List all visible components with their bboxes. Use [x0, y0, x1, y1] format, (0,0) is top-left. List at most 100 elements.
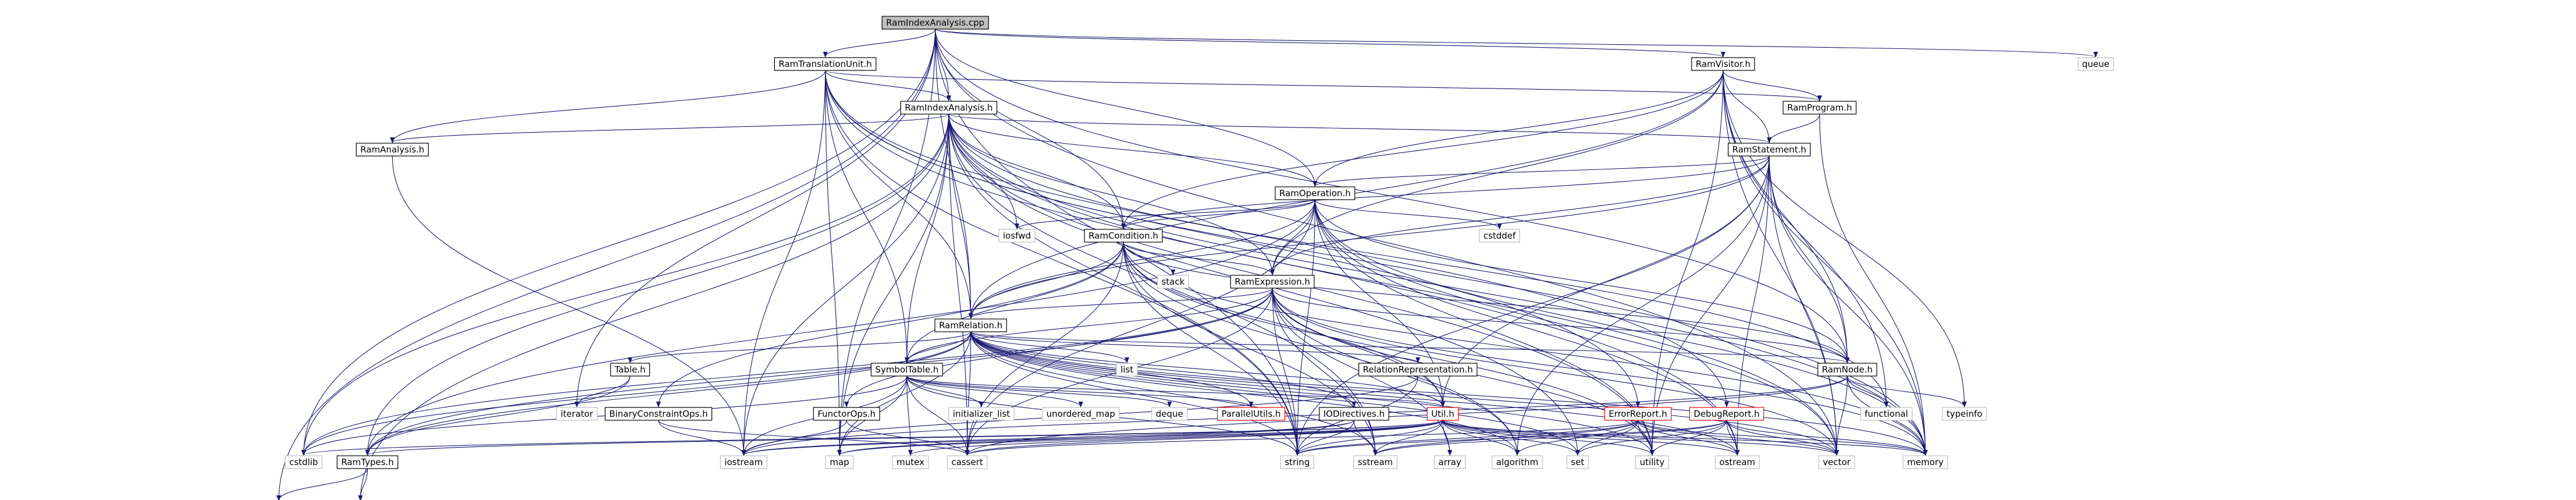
node-label: BinaryConstraintOps.h	[609, 409, 707, 419]
edge-expression-symtab	[904, 288, 1273, 363]
node-cassert: cassert	[947, 455, 988, 469]
node-box	[1782, 101, 1857, 115]
node-label: RamTranslationUnit.h	[778, 59, 871, 69]
edge-errrep-algorithm	[1515, 420, 1639, 456]
edge-tu-ia_h	[825, 70, 951, 101]
edge-tu-symtab	[825, 70, 909, 363]
edge-util-vector	[1442, 420, 1839, 456]
node-box	[1275, 186, 1355, 200]
edge-ia_h-condition	[948, 114, 1126, 229]
edge-statement-string	[1294, 155, 1770, 456]
edge-relation-utility	[970, 331, 1655, 456]
node-label: queue	[2082, 59, 2109, 69]
edge-program-statement	[1767, 114, 1820, 143]
node-condition[interactable]: RamCondition.h	[1084, 229, 1163, 243]
edge-expression-vector	[1272, 288, 1840, 456]
node-label: string	[1285, 457, 1310, 467]
edge-tu-map	[825, 70, 842, 456]
node-symtab[interactable]: SymbolTable.h	[870, 363, 943, 377]
node-label: memory	[1907, 457, 1944, 467]
node-box	[1433, 455, 1466, 469]
node-box	[774, 57, 877, 71]
node-root[interactable]: RamIndexAnalysis.cpp	[881, 16, 989, 30]
node-label: RamExpression.h	[1234, 276, 1310, 287]
node-box	[1691, 57, 1755, 71]
edge-tu-program	[825, 70, 1822, 101]
node-box	[355, 143, 429, 157]
node-parutil[interactable]: ParallelUtils.h	[1217, 407, 1286, 421]
edge-condition-binop	[656, 242, 1124, 407]
edge-root-iterator	[574, 29, 936, 407]
node-box	[1157, 275, 1189, 289]
node-stack: stack	[1157, 275, 1189, 289]
edge-ia_h-cstdlib	[301, 114, 949, 456]
node-iostream: iostream	[720, 455, 767, 469]
edge-operation-ramtypes	[365, 199, 1315, 456]
node-iterator: iterator	[556, 407, 598, 421]
node-string: string	[1280, 455, 1315, 469]
node-label: RelationRepresentation.h	[1363, 364, 1473, 375]
edge-util-array	[1442, 420, 1453, 456]
edge-condition-symtab	[904, 242, 1124, 363]
node-box	[1817, 363, 1877, 377]
edge-table-ramtypes	[365, 375, 631, 456]
edge-statement-ostream	[1735, 155, 1770, 456]
node-tu[interactable]: RamTranslationUnit.h	[774, 57, 877, 71]
edge-operation-vector	[1314, 199, 1840, 456]
node-label: unordered_map	[1047, 409, 1115, 420]
node-memory: memory	[1902, 455, 1948, 469]
node-label: Table.h	[614, 364, 646, 375]
node-operation[interactable]: RamOperation.h	[1275, 186, 1355, 200]
node-binop[interactable]: BinaryConstraintOps.h	[604, 407, 713, 421]
node-box	[1492, 455, 1543, 469]
node-util[interactable]: Util.h	[1426, 407, 1459, 421]
node-box	[720, 455, 767, 469]
node-visitor[interactable]: RamVisitor.h	[1691, 57, 1755, 71]
edge-operation-utility	[1314, 199, 1655, 456]
edge-statement-vector	[1769, 155, 1840, 456]
edge-relation-cassert	[965, 331, 972, 456]
edge-expression-memory	[1272, 288, 1928, 456]
node-expression[interactable]: RamExpression.h	[1230, 275, 1315, 289]
edge-symtab-parutil	[906, 375, 1254, 407]
node-iodir[interactable]: IODirectives.h	[1319, 407, 1389, 421]
node-box	[1230, 275, 1315, 289]
node-program[interactable]: RamProgram.h	[1782, 101, 1857, 115]
node-iosfwd: iosfwd	[998, 229, 1036, 243]
edge-root-cstdint	[276, 29, 936, 500]
node-table[interactable]: Table.h	[610, 363, 650, 377]
node-debugrep[interactable]: DebugReport.h	[1689, 407, 1764, 421]
edge-ia_h-functional	[948, 114, 1889, 407]
edge-ramtypes-limits	[358, 468, 368, 500]
node-label: RamNode.h	[1822, 364, 1873, 375]
edge-debugrep-string	[1295, 420, 1727, 456]
edge-condition-stack	[1123, 242, 1176, 275]
node-ramtypes[interactable]: RamTypes.h	[336, 455, 399, 469]
node-errrep[interactable]: ErrorReport.h	[1604, 407, 1672, 421]
edge-ia_h-cassert	[948, 114, 970, 456]
edge-errrep-string	[1295, 420, 1639, 456]
node-label: Util.h	[1431, 409, 1454, 419]
node-box	[934, 318, 1007, 332]
node-ia_h[interactable]: RamIndexAnalysis.h	[900, 101, 998, 115]
node-relrep[interactable]: RelationRepresentation.h	[1358, 363, 1478, 377]
node-statement[interactable]: RamStatement.h	[1728, 143, 1811, 157]
node-cstdlib: cstdlib	[284, 455, 323, 469]
node-analysis[interactable]: RamAnalysis.h	[355, 143, 429, 157]
edge-ia_h-memory	[948, 114, 1928, 456]
node-label: RamTypes.h	[341, 457, 393, 467]
node-label: cstdlib	[289, 457, 318, 467]
edge-relation-cstdlib	[301, 331, 972, 456]
node-label: cassert	[951, 457, 983, 467]
node-box	[1116, 363, 1138, 377]
node-ramnode[interactable]: RamNode.h	[1817, 363, 1877, 377]
edge-operation-relation	[968, 199, 1315, 319]
node-label: RamAnalysis.h	[360, 144, 424, 155]
node-functorops[interactable]: FunctorOps.h	[813, 407, 880, 421]
edge-debugrep-ostream	[1726, 420, 1740, 456]
node-array: array	[1433, 455, 1466, 469]
node-label: RamOperation.h	[1279, 188, 1351, 198]
node-relation[interactable]: RamRelation.h	[934, 318, 1007, 332]
edge-ia_h-symtab	[904, 114, 949, 363]
edge-root-map	[837, 29, 936, 456]
